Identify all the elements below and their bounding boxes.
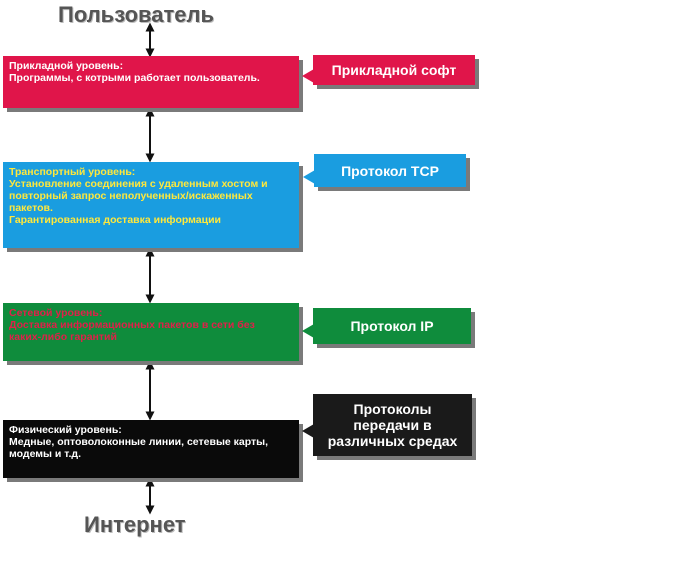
layer-network: Сетевой уровень: Доставка информационных… <box>3 303 299 361</box>
layer-network-title: Сетевой уровень: <box>9 307 103 319</box>
layer-application-description: Программы, с котрыми работает пользовате… <box>9 72 260 84</box>
callout-pointer <box>302 69 314 83</box>
callout-ip-protocol: Протокол IP <box>302 308 471 344</box>
callout-transport-label: Протокол TCP <box>341 162 439 179</box>
endpoint-user: Пользователь <box>58 2 215 27</box>
layer-transport: Транспортный уровень: Установление соеди… <box>3 162 299 248</box>
layer-transport-title: Транспортный уровень: <box>9 166 136 178</box>
callout-pointer <box>302 324 314 338</box>
layer-transport-description: Установление соединения с удаленным хост… <box>9 178 268 226</box>
layer-physical-description: Медные, оптоволоконные линии, сетевые ка… <box>9 436 269 460</box>
callout-physical-label: Протоколы передачи в различных средах <box>327 401 458 449</box>
callout-application-software: Прикладной софт <box>302 55 475 85</box>
callout-transmission-protocols: Протоколы передачи в различных средах <box>302 394 472 456</box>
layer-application-title: Прикладной уровень: <box>9 60 124 72</box>
layer-physical-title: Физический уровень: <box>9 424 122 436</box>
callout-pointer <box>302 424 314 438</box>
endpoint-internet: Интернет <box>84 512 186 537</box>
layer-physical: Физический уровень: Медные, оптоволоконн… <box>3 420 299 478</box>
layer-network-description: Доставка информационных пакетов в сети б… <box>9 319 255 343</box>
layer-application: Прикладной уровень: Программы, с котрыми… <box>3 56 299 108</box>
callout-network-label: Протокол IP <box>350 318 434 334</box>
callout-application-label: Прикладной софт <box>331 62 457 78</box>
callout-tcp-protocol: Протокол TCP <box>303 154 466 187</box>
callout-pointer <box>303 170 315 184</box>
